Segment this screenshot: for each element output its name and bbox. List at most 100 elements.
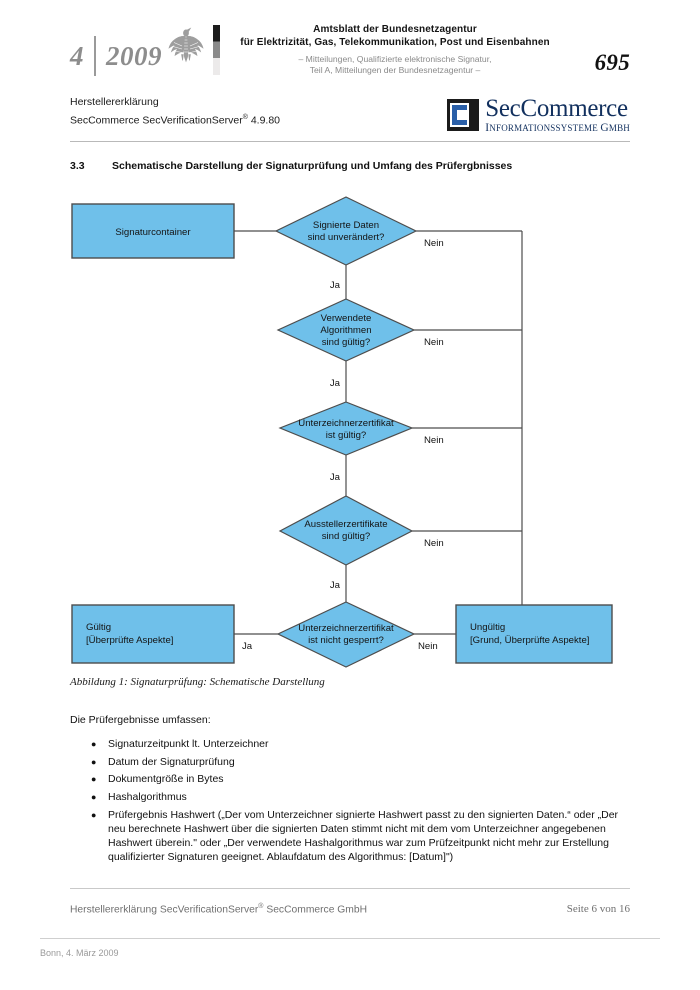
section-number: 3.3 bbox=[70, 160, 85, 172]
edge-label-d1-yes: Ja bbox=[330, 280, 341, 291]
node-decision-2-line2: Algorithmen bbox=[320, 325, 371, 336]
node-invalid-box bbox=[455, 604, 613, 664]
logo-tagline-g: G bbox=[600, 122, 609, 134]
registered-mark: ® bbox=[242, 114, 248, 121]
german-flag-bar-icon bbox=[213, 25, 220, 75]
declaration-version: 4.9.80 bbox=[247, 114, 281, 127]
node-decision-4-line1: Ausstellerzertifikate bbox=[304, 519, 387, 530]
issue-divider bbox=[94, 36, 96, 76]
edge-label-d2-yes: Ja bbox=[330, 378, 341, 389]
list-item-text: Prüfergebnis Hashwert („Der vom Unterzei… bbox=[108, 808, 619, 864]
bullet-icon: ● bbox=[91, 739, 97, 749]
node-decision-5-line1: Unterzeichnerzertifikat bbox=[298, 623, 394, 634]
list-item-text: Hashalgorithmus bbox=[108, 791, 187, 804]
section-title: Schematische Darstellung der Signaturprü… bbox=[112, 160, 513, 172]
node-start-label: Signaturcontainer bbox=[115, 227, 191, 238]
logo-name-p2: ec bbox=[498, 95, 521, 122]
edge-label-d3-no: Nein bbox=[424, 435, 444, 446]
edge-label-d3-yes: Ja bbox=[330, 472, 341, 483]
bundesadler-eagle-icon bbox=[168, 27, 204, 63]
logo-name-p4: ommerce bbox=[536, 95, 628, 122]
footer-page-info: Seite 6 von 16 bbox=[566, 903, 630, 915]
node-decision-2-line3: sind gültig? bbox=[322, 337, 371, 348]
list-item: ● Hashalgorithmus bbox=[70, 790, 630, 804]
node-valid-box bbox=[71, 604, 235, 664]
node-start-box bbox=[71, 203, 235, 259]
section-heading: 3.3 Schematische Darstellung der Signatur… bbox=[70, 160, 640, 172]
imprint-divider bbox=[40, 938, 660, 939]
node-decision-3-line1: Unterzeichnerzertifikat bbox=[298, 418, 394, 429]
node-invalid-line1: Ungültig bbox=[470, 622, 505, 633]
registered-mark: ® bbox=[258, 903, 264, 910]
declaration-line1: Herstellererklärung bbox=[70, 96, 159, 108]
declaration-line2: SecCommerce SecVerificationServer® 4.9.8… bbox=[70, 110, 280, 129]
signature-verification-flowchart: Signaturcontainer Signierte Daten sind u… bbox=[0, 190, 700, 670]
masthead: 4 2009 bbox=[70, 24, 630, 88]
logo-name-p1: S bbox=[485, 95, 499, 122]
bullet-icon: ● bbox=[91, 809, 97, 820]
footer-product: Herstellererklärung SecVerificationServe… bbox=[70, 904, 259, 916]
footer-left: Herstellererklärung SecVerificationServe… bbox=[70, 903, 367, 915]
bullet-icon: ● bbox=[91, 792, 97, 803]
masthead-title-line1: Amtsblatt der Bundesnetzagentur bbox=[313, 24, 477, 35]
node-decision-2 bbox=[276, 298, 416, 362]
subheader: Herstellererklärung SecCommerce SecVerif… bbox=[70, 95, 630, 141]
node-decision-5 bbox=[276, 601, 416, 668]
masthead-subtitle-line1: – Mitteilungen, Qualifizierte elektronis… bbox=[298, 54, 492, 64]
declaration-text: Herstellererklärung SecCommerce SecVerif… bbox=[70, 95, 280, 129]
node-valid-line2: [Überprüfte Aspekte] bbox=[86, 635, 173, 646]
node-decision-4 bbox=[278, 495, 414, 566]
node-decision-1 bbox=[274, 196, 418, 266]
figure-caption: Abbildung 1: Signaturprüfung: Schematisc… bbox=[70, 676, 325, 688]
list-item: ● Signaturzeitpunkt lt. Unterzeichner bbox=[70, 737, 630, 751]
subheader-divider bbox=[70, 141, 630, 142]
issue-block: 4 2009 bbox=[70, 32, 162, 80]
footer-company: SecCommerce GmbH bbox=[263, 904, 368, 916]
issue-number: 4 bbox=[70, 40, 84, 71]
node-invalid-line2: [Grund, Überprüfte Aspekte] bbox=[470, 635, 589, 646]
node-valid-line1: Gültig bbox=[86, 622, 111, 633]
logo-tagline-i: I bbox=[485, 122, 490, 134]
list-item: ● Dokumentgröße in Bytes bbox=[70, 772, 630, 786]
emblem-block bbox=[166, 24, 220, 84]
list-item-text: Datum der Signaturprüfung bbox=[108, 755, 235, 768]
declaration-product: SecCommerce SecVerificationServer bbox=[70, 114, 243, 127]
node-decision-4-line2: sind gültig? bbox=[322, 531, 371, 542]
logo-name: SecCommerce bbox=[485, 96, 630, 121]
imprint-text: Bonn, 4. März 2009 bbox=[40, 948, 119, 958]
footer-divider bbox=[70, 888, 630, 889]
logo-tagline-r2: MBH bbox=[608, 123, 630, 133]
edge-label-d2-no: Nein bbox=[424, 337, 444, 348]
logo-tagline-r1: NFORMATIONSSYSTEME bbox=[489, 123, 601, 133]
logo-tagline: INFORMATIONSSYSTEME GMBH bbox=[485, 122, 630, 135]
results-list: ● Signaturzeitpunkt lt. Unterzeichner ● Da… bbox=[70, 737, 630, 865]
seccommerce-logo: SecCommerce INFORMATIONSSYSTEME GMBH bbox=[447, 96, 630, 135]
logo-wordmark: SecCommerce INFORMATIONSSYSTEME GMBH bbox=[485, 96, 630, 135]
node-decision-1-line1: Signierte Daten bbox=[313, 220, 379, 231]
bullet-icon: ● bbox=[91, 756, 97, 767]
page-footer: Herstellererklärung SecVerificationServe… bbox=[70, 903, 630, 915]
list-item-text: Dokumentgröße in Bytes bbox=[108, 773, 224, 786]
edge-label-d5-yes: Ja bbox=[242, 641, 253, 652]
edge-label-d4-yes: Ja bbox=[330, 580, 341, 591]
logo-name-p3: C bbox=[520, 95, 537, 122]
issue-year: 2009 bbox=[106, 40, 162, 71]
list-item: ● Prüfergebnis Hashwert („Der vom Unterze… bbox=[70, 808, 630, 865]
bullet-icon: ● bbox=[91, 774, 97, 785]
masthead-subtitle-line2: Teil A, Mitteilungen der Bundesnetzagent… bbox=[309, 65, 481, 75]
masthead-title-line2: für Elektrizität, Gas, Telekommunikation… bbox=[240, 36, 550, 48]
page-number: 695 bbox=[594, 50, 630, 75]
edge-label-d5-no: Nein bbox=[418, 641, 438, 652]
node-decision-3-line2: ist gültig? bbox=[326, 430, 367, 441]
node-decision-5-line2: ist nicht gesperrt? bbox=[308, 635, 384, 646]
list-item-text: Signaturzeitpunkt lt. Unterzeichner bbox=[108, 738, 269, 750]
list-item: ● Datum der Signaturprüfung bbox=[70, 755, 630, 769]
flowchart-svg: Signaturcontainer Signierte Daten sind u… bbox=[71, 196, 613, 668]
masthead-text: Amtsblatt der Bundesnetzagentur für Elek… bbox=[230, 24, 560, 76]
seccommerce-square-c-logo-icon bbox=[447, 99, 480, 131]
node-decision-3 bbox=[278, 401, 414, 456]
node-decision-2-line1: Verwendete bbox=[321, 313, 372, 324]
edge-label-d1-no: Nein bbox=[424, 238, 444, 249]
node-decision-1-line2: sind unverändert? bbox=[308, 232, 385, 243]
